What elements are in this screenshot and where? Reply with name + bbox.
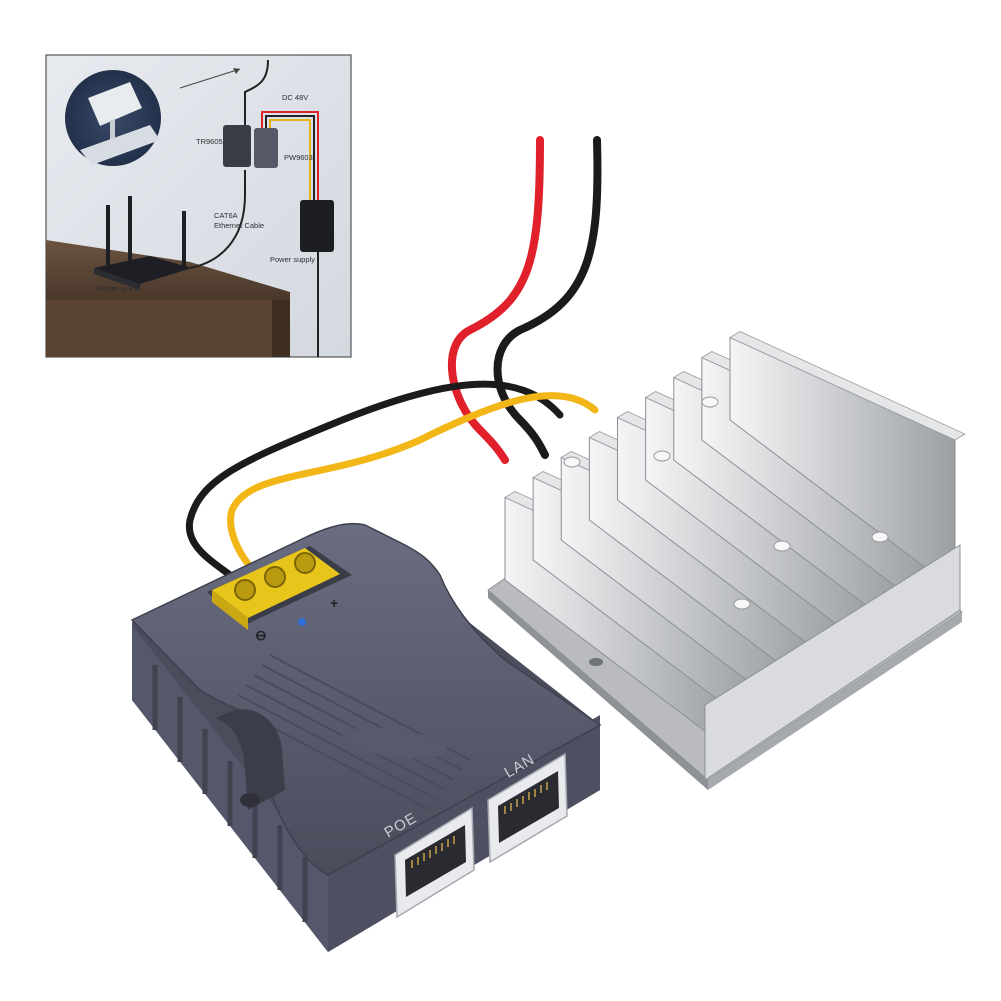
yellow-output-wire xyxy=(227,392,599,582)
wires xyxy=(185,136,602,582)
label-splitter: PW9603 xyxy=(284,153,313,162)
screw-hole xyxy=(563,456,581,468)
red-wire xyxy=(447,136,544,464)
heatsink-front-face xyxy=(704,544,961,781)
side-ribs xyxy=(152,665,308,922)
terminal-plus-label: + xyxy=(330,595,338,611)
satellite-dish-icon xyxy=(65,70,161,166)
heatsink-fin-edge xyxy=(729,331,966,441)
screw-hole xyxy=(733,598,751,610)
screw-hole xyxy=(653,450,671,462)
status-led xyxy=(298,618,306,626)
label-cable: CAT6A xyxy=(214,211,238,220)
label-router: Router or PC xyxy=(96,284,140,293)
inset-splitter xyxy=(254,128,278,168)
black-output-wire xyxy=(185,380,564,579)
installation-inset: DC 48V TR9605 PW9603 CAT6A Ethernet Cabl… xyxy=(45,54,352,358)
router-icon xyxy=(94,196,192,290)
inset-injector xyxy=(223,125,251,167)
ethernet-port-poe xyxy=(394,806,475,919)
poe-splitter-device: ⊖ + POE LAN xyxy=(130,522,602,952)
logo-recess xyxy=(343,727,447,759)
label-cable-2: Ethernet Cable xyxy=(214,221,264,230)
label-injector: TR9605 xyxy=(196,137,223,146)
ethernet-port-lan xyxy=(487,752,568,864)
dc-converter-heatsink xyxy=(487,331,966,790)
mount-hole xyxy=(589,658,603,666)
mount-hole xyxy=(240,793,260,807)
screw-hole xyxy=(773,540,791,552)
label-dc: DC 48V xyxy=(282,93,308,102)
direction-arrow-icon xyxy=(179,68,241,89)
screw-hole xyxy=(871,531,889,543)
screw-hole xyxy=(701,396,719,408)
terminal-minus-label: ⊖ xyxy=(255,627,267,643)
label-power-supply: Power supply xyxy=(270,255,315,264)
inset-power-supply xyxy=(300,200,334,252)
terminal-block xyxy=(207,546,352,630)
desk-front xyxy=(46,300,290,357)
black-input-wire xyxy=(493,136,602,459)
